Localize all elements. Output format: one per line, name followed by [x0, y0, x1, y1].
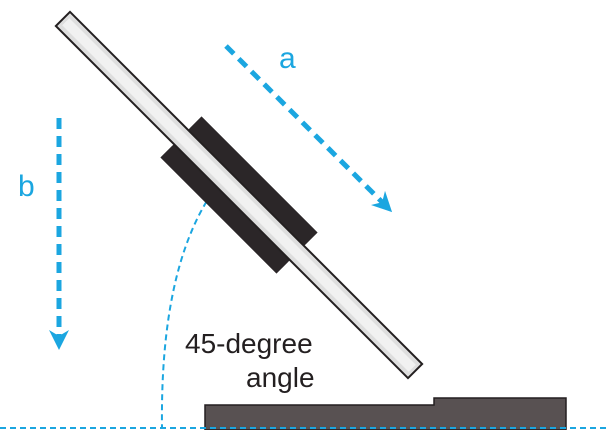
rod-sleeve-top-edge: [189, 116, 318, 245]
base-block: [204, 397, 567, 430]
arrow-b-label: b: [18, 170, 35, 203]
angle-label-line2: angle: [246, 362, 315, 393]
angle-arc: [160, 192, 213, 429]
rod-sleeve-bottom-edge: [160, 145, 289, 274]
rod-highlight: [62, 18, 416, 372]
tilted-rod-assembly: [54, 10, 424, 380]
arrow-a-label: a: [279, 42, 296, 75]
arrow-a: [224, 44, 393, 213]
angle-label-line1: 45-degree: [185, 328, 313, 359]
